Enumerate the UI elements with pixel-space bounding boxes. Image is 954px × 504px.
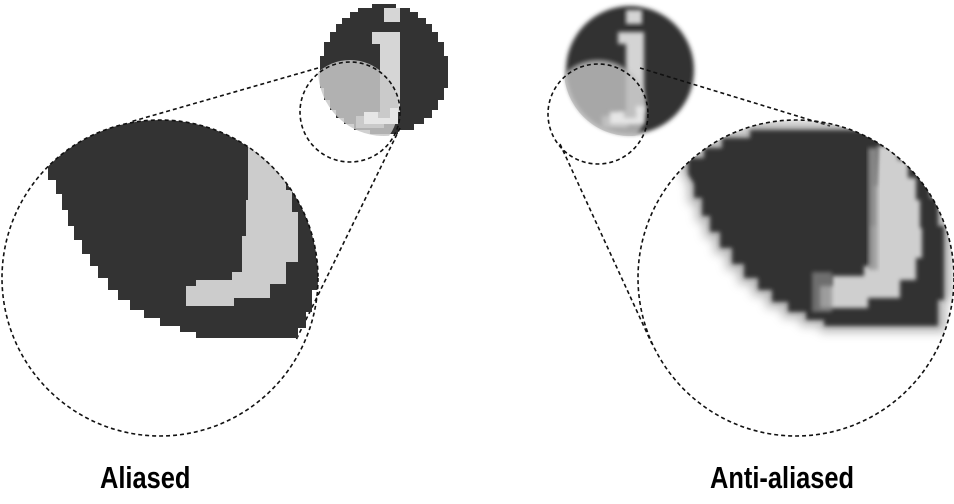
antialiased-zoom-line-bottom [559,143,653,345]
antialiased-zoom-line-top [639,67,831,127]
antialiased-j-dot [626,10,642,24]
antialiased-magnified-view [637,119,954,437]
aliased-magnified-stroke [186,136,302,306]
antialiased-caption: Anti-aliased [710,460,855,495]
aliased-zoom-line-bottom [295,127,401,341]
antialiased-lens-outline [547,63,649,165]
aliased-zoom-line-top [129,67,319,123]
aliased-lens-outline [299,61,401,163]
aliased-source-glyph [299,4,448,163]
antialiased-magnifier-outline [637,119,954,437]
antialiased-source-glyph [547,6,694,165]
aliased-j-dot [384,8,400,22]
antialiased-magnified-stroke [820,146,922,308]
aliased-magnifier-outline [1,119,319,437]
aliased-magnified-view [1,119,319,437]
aliased-caption: Aliased [100,460,191,495]
